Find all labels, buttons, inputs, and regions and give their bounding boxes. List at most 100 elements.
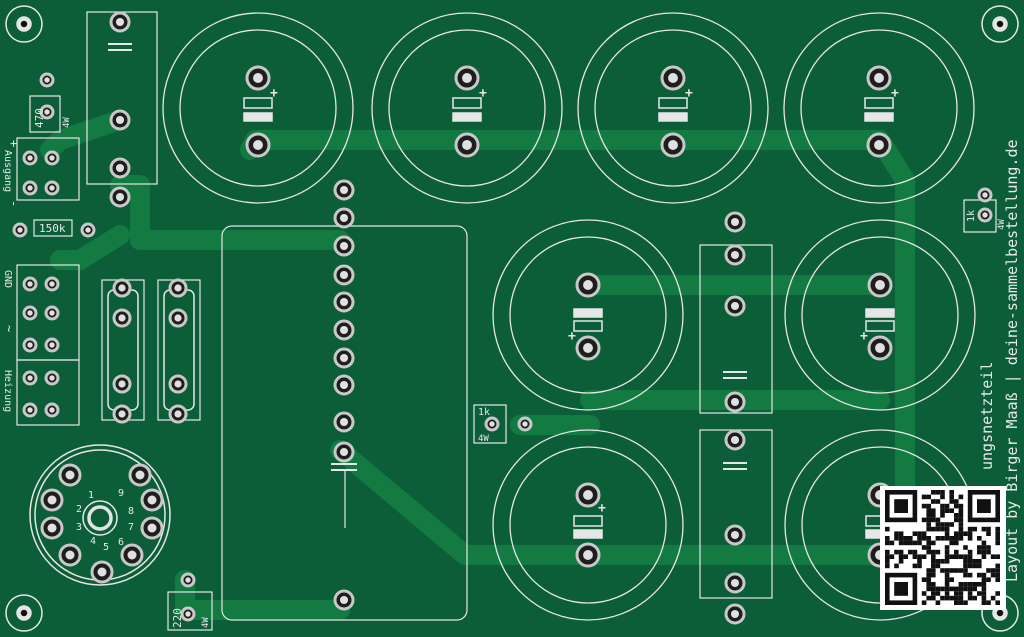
socket-pin-pad [40,516,64,540]
res-150k-outline [33,219,73,237]
socket-pin-number: 4 [90,536,96,547]
socket-pin-pad [58,463,82,487]
cap-small-pad [109,109,131,131]
connector-pad [22,276,38,292]
cap-c7-symbol [573,515,603,539]
cap-pad [866,132,892,158]
socket-pin-pad [58,543,82,567]
connector-pad [44,337,60,353]
rectifier-pad [333,374,355,396]
cap-pad [867,335,893,361]
label-r-1k-right: 1k [966,210,977,222]
resistor-pad [977,207,993,223]
cap-c2-symbol [452,97,482,122]
socket-pin-number: 8 [128,506,134,517]
cap-c2-plus: + [479,86,487,101]
res-1k-mid-outline [473,404,507,444]
resistor-pad [12,222,28,238]
connector-pad [22,150,38,166]
label-r-1k-right-w: 4W [997,219,1007,230]
connector-ausgang-outline [16,137,80,201]
connector-heizung-outline [16,359,80,426]
cap-c1-symbol [243,97,273,122]
cap-small-pad [109,11,131,33]
cap-pad [575,272,601,298]
cap-c7-plus: + [598,501,606,516]
resistor-pad [180,572,196,588]
socket-pin-pad [90,560,114,584]
cap-c5-plus: + [568,329,576,344]
solder-pads [12,11,993,625]
cap-small-pad [724,391,746,413]
cap-small-pad [724,603,746,625]
cap-pad [245,65,271,91]
cap-c3-plus: + [685,86,693,101]
cap-pad [454,132,480,158]
label-r-470: 470 [33,108,46,128]
side-text-credit: Layout by Birger Maaß | deine-sammelbest… [1003,139,1021,582]
connector-pad [44,276,60,292]
side-text-title: ungsnetzteil [978,362,996,470]
socket-pin-number: 3 [76,522,82,533]
label-ausgang-plus: + [7,140,21,147]
socket-pin-pad [120,543,144,567]
cap-c7 [492,429,684,621]
connector-pad [22,370,38,386]
cap-pad [867,272,893,298]
cap-plus-signs: + + + + + + + [270,86,899,516]
rectifier-pad [333,291,355,313]
cap-pad [866,65,892,91]
res-220-outline [167,591,213,631]
resistor-pad [39,72,55,88]
rectifier-pad [333,411,355,433]
label-ausgang-minus: - [7,200,21,207]
cap-pad [660,65,686,91]
fuse-pad [112,374,132,394]
cap-pad [245,132,271,158]
connector-pad [22,402,38,418]
cap-small-pad [724,211,746,233]
socket-pin-number: 9 [118,488,124,499]
rectifier-pad [333,179,355,201]
cap-small-pad [724,429,746,451]
connector-pad [22,180,38,196]
fuse-pad [168,404,188,424]
label-ausgang: Ausgang [2,150,13,192]
rectifier-pad [333,319,355,341]
socket-pin-number: 1 [88,490,94,501]
cap-small-pad [109,157,131,179]
rectifier-pad [333,235,355,257]
cap-small-pad [724,572,746,594]
small-cap-symbols [108,43,747,471]
label-r-470-w: 4W [62,117,72,128]
connector-pad [22,305,38,321]
socket-pin-pad [40,488,64,512]
socket-pin-pad [140,516,164,540]
cap-c4-symbol [864,97,894,122]
cap-c1 [162,12,354,204]
rectifier-pad [333,589,355,611]
socket-pin-pad [128,463,152,487]
cap-c5 [492,219,684,411]
cap-small-pad [724,244,746,266]
connector-pad [44,402,60,418]
cap-c2 [371,12,563,204]
side-credits: ungsnetzteil Layout by Birger Maaß | dei… [978,139,1021,582]
qr-code [880,486,1006,610]
cap-small-pad [109,186,131,208]
cap-c1-plus: + [270,86,278,101]
tube-socket [29,444,171,586]
socket-pin-number: 7 [128,522,134,533]
cap-pad [660,132,686,158]
rectifier-pad [333,264,355,286]
cap-small-pad [724,295,746,317]
cap-pad [575,542,601,568]
mounting-hole-tr [981,5,1019,43]
fuse-pad [112,404,132,424]
cap-c6 [784,219,976,411]
mounting-hole-bl [5,594,43,632]
res-470-outline [29,95,61,133]
cap-pad [575,335,601,361]
cap-c4 [783,12,975,204]
